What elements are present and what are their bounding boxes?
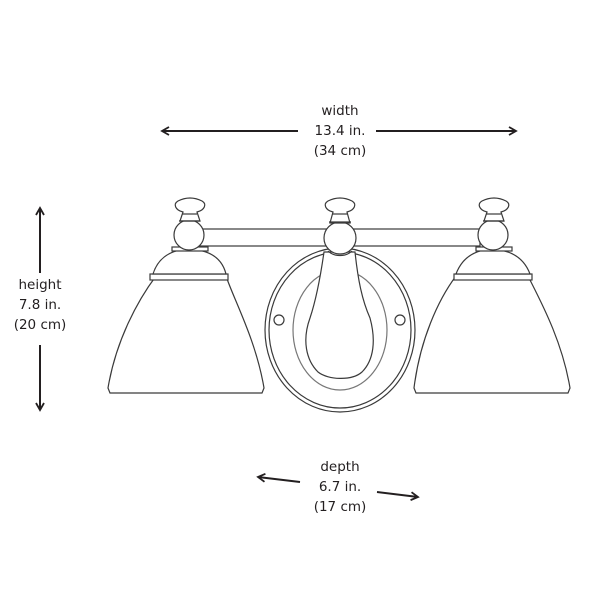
width-name: width <box>321 103 359 119</box>
height-metric: (20 cm) <box>13 317 67 333</box>
vanity-light-fixture <box>107 197 571 413</box>
depth-arrow <box>256 473 420 501</box>
right-lamp-shade <box>413 197 571 394</box>
mount-screw-right <box>394 314 406 326</box>
depth-dimension-label: depth 6.7 in. (17 cm) <box>290 457 390 517</box>
depth-imperial: 6.7 in. <box>318 479 362 495</box>
width-metric: (34 cm) <box>313 143 367 159</box>
depth-metric: (17 cm) <box>313 499 367 515</box>
mount-screw-left <box>273 314 285 326</box>
width-imperial: 13.4 in. <box>314 123 366 139</box>
width-dimension-label: width 13.4 in. (34 cm) <box>290 101 390 161</box>
depth-name: depth <box>320 459 360 475</box>
left-lamp-shade <box>107 197 265 394</box>
depth-arrow-left <box>256 473 301 483</box>
center-finial <box>323 197 357 257</box>
center-arm <box>305 251 374 379</box>
height-name: height <box>18 277 62 293</box>
height-imperial: 7.8 in. <box>18 297 62 313</box>
height-dimension-label: height 7.8 in. (20 cm) <box>0 275 80 335</box>
depth-arrow-right <box>376 491 420 501</box>
